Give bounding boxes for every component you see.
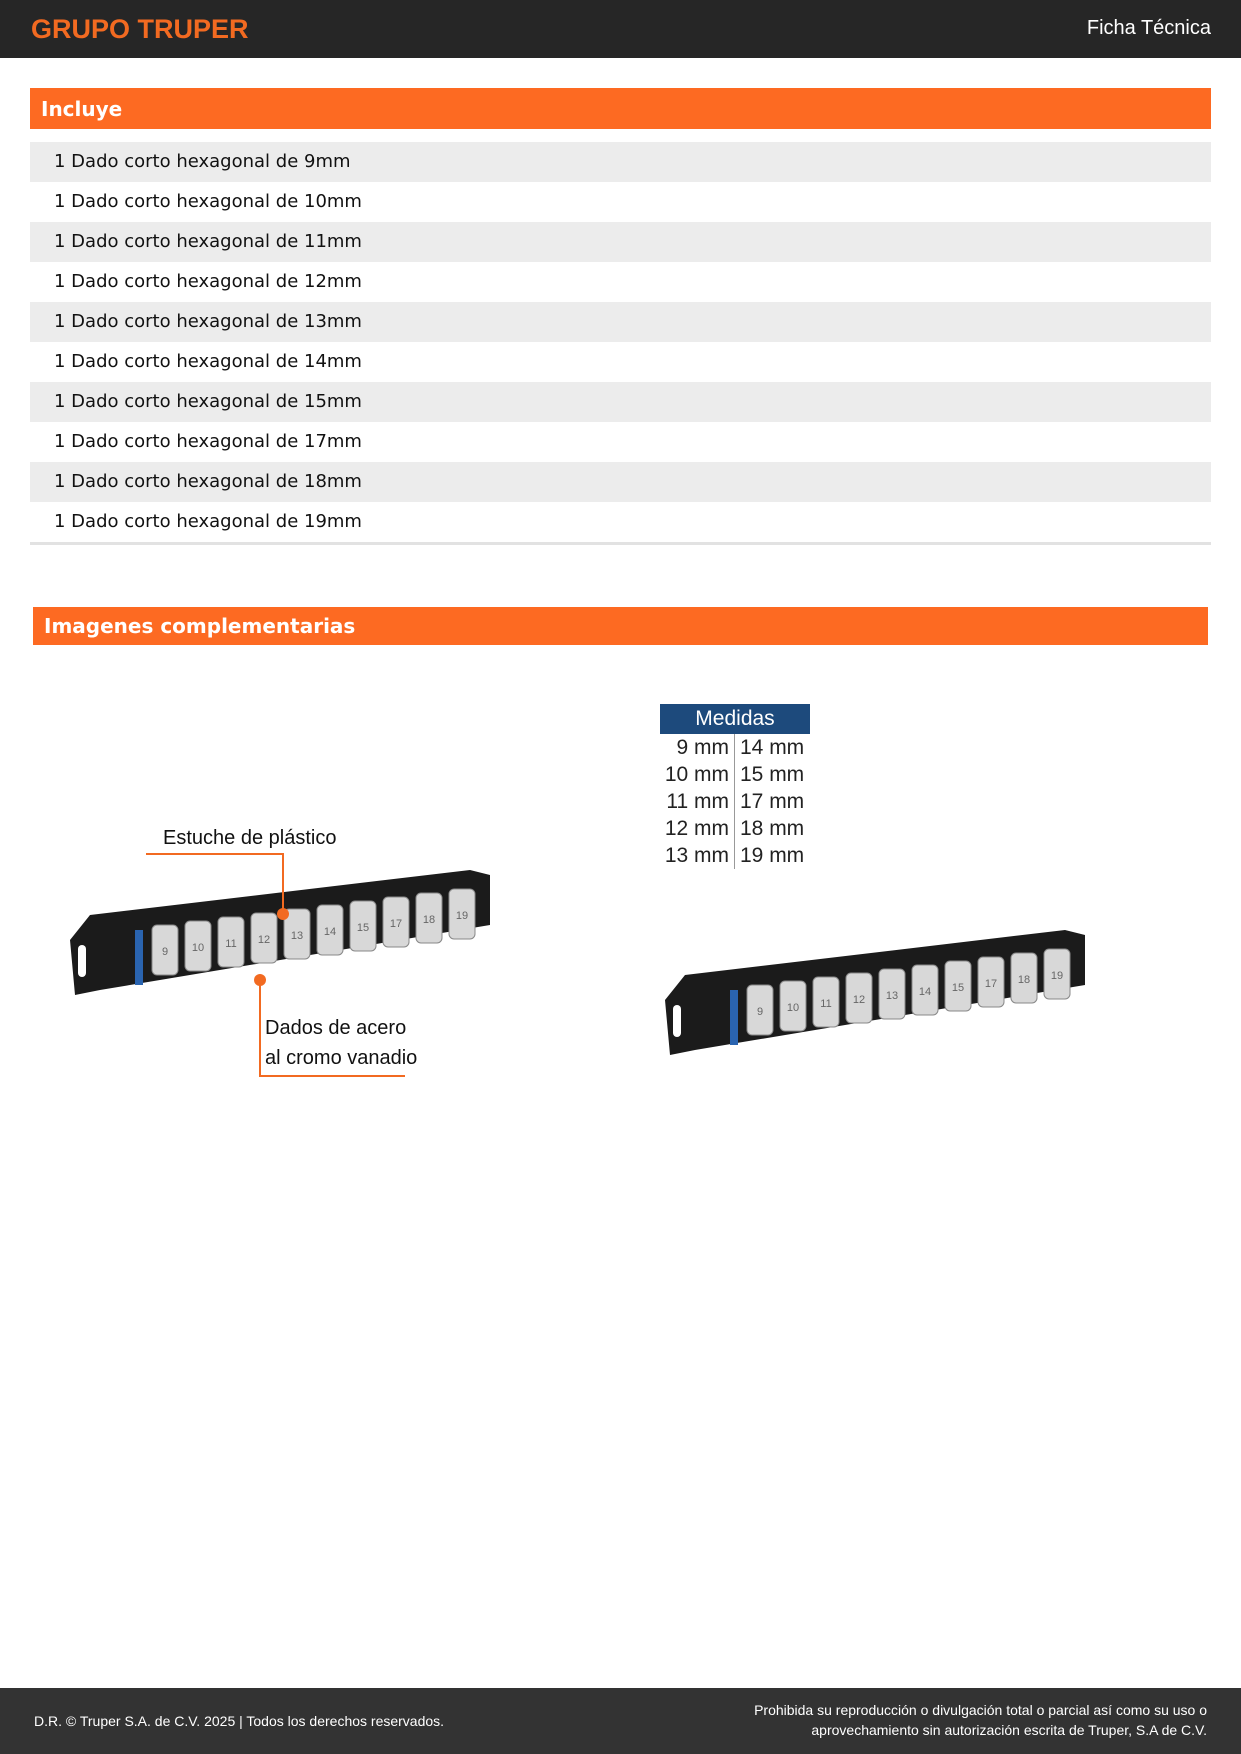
socket <box>812 976 840 1028</box>
medidas-title: Medidas <box>660 704 810 734</box>
section-incluye-header: Incluye <box>30 88 1211 129</box>
socket <box>349 900 377 952</box>
socket-size-label: 14 <box>919 986 931 998</box>
socket <box>1043 948 1071 1000</box>
socket <box>415 892 443 944</box>
footer-legal-line2: aprovechamiento sin autorización escrita… <box>811 1722 1207 1738</box>
socket <box>845 972 873 1024</box>
document-title: Ficha Técnica <box>1086 17 1211 39</box>
socket-size-label: 17 <box>390 918 402 930</box>
socket-size-label: 9 <box>757 1006 763 1018</box>
socket-size-label: 13 <box>291 930 303 942</box>
socket <box>184 920 212 972</box>
socket-size-label: 17 <box>985 978 997 990</box>
list-item: 1 Dado corto hexagonal de 12mm <box>54 271 362 292</box>
label-case: Estuche de plástico <box>163 827 337 849</box>
socket <box>977 956 1005 1008</box>
leader-dot-case <box>277 908 289 920</box>
medidas-cell: 15 mm <box>734 761 810 788</box>
brand-label <box>730 990 738 1045</box>
socket-size-label: 10 <box>192 942 204 954</box>
socket <box>746 984 774 1036</box>
product-image-with-labels: 9 10 11 12 13 14 15 17 18 19 <box>70 853 490 1077</box>
list-item: 1 Dado corto hexagonal de 11mm <box>30 222 1211 262</box>
socket <box>217 916 245 968</box>
leader-line-case <box>146 853 284 912</box>
medidas-cell: 13 mm <box>664 844 729 867</box>
medidas-cell: 11 mm <box>666 790 729 813</box>
socket <box>448 888 476 940</box>
socket <box>151 924 179 976</box>
socket-size-label: 11 <box>820 998 831 1010</box>
socket <box>944 960 972 1012</box>
footer-legal: Prohibida su reproducción o divulgación … <box>607 1700 1207 1740</box>
medidas-cell: 17 mm <box>734 788 810 815</box>
socket-size-label: 12 <box>258 934 270 946</box>
socket <box>1010 952 1038 1004</box>
socket-size-label: 18 <box>1018 974 1030 986</box>
socket-size-label: 15 <box>952 982 964 994</box>
socket-size-label: 19 <box>456 910 468 922</box>
socket <box>316 904 344 956</box>
product-image: 9 10 11 12 13 14 15 17 18 19 <box>665 930 1085 1055</box>
list-item: 1 Dado corto hexagonal de 13mm <box>30 302 1211 342</box>
socket-size-label: 11 <box>225 938 236 950</box>
footer-legal-line1: Prohibida su reproducción o divulgación … <box>754 1702 1207 1718</box>
socket-size-label: 9 <box>162 946 168 958</box>
hang-hole <box>673 1005 681 1037</box>
leader-line-sockets <box>259 982 405 1077</box>
list-item: 1 Dado corto hexagonal de 10mm <box>54 191 362 212</box>
footer: D.R. © Truper S.A. de C.V. 2025 | Todos … <box>0 1688 1241 1754</box>
socket-size-label: 12 <box>853 994 865 1006</box>
socket-size-label: 15 <box>357 922 369 934</box>
socket <box>283 908 311 960</box>
hang-hole <box>78 945 86 977</box>
medidas-cell: 9 mm <box>676 736 730 759</box>
label-sockets-1: Dados de acero <box>265 1017 407 1039</box>
list-item: 1 Dado corto hexagonal de 14mm <box>54 351 362 372</box>
truper-logo: GRUPO TRUPER <box>31 14 249 44</box>
list-item: 1 Dado corto hexagonal de 18mm <box>30 462 1211 502</box>
medidas-cell: 10 mm <box>664 763 729 786</box>
socket-size-label: 19 <box>1051 970 1063 982</box>
socket <box>779 980 807 1032</box>
footer-copyright: D.R. © Truper S.A. de C.V. 2025 | Todos … <box>34 1713 445 1729</box>
medidas-cell: 18 mm <box>734 815 810 842</box>
socket-size-label: 10 <box>787 1002 799 1014</box>
socket <box>382 896 410 948</box>
medidas-cell: 14 mm <box>734 734 810 761</box>
brand-label <box>135 930 143 985</box>
includes-list: 1 Dado corto hexagonal de 9mm 1 Dado cort… <box>30 142 1211 545</box>
header: GRUPO TRUPER Ficha Técnica <box>0 0 1241 58</box>
socket-size-label: 14 <box>324 926 336 938</box>
socket <box>878 968 906 1020</box>
list-item: 1 Dado corto hexagonal de 9mm <box>30 142 1211 182</box>
leader-dot-sockets <box>254 974 266 986</box>
socket <box>911 964 939 1016</box>
socket <box>250 912 278 964</box>
socket-size-label: 18 <box>423 914 435 926</box>
label-sockets-2: al cromo vanadio <box>265 1047 418 1069</box>
medidas-cell: 12 mm <box>664 817 729 840</box>
medidas-cell: 19 mm <box>734 842 810 869</box>
list-item: 1 Dado corto hexagonal de 15mm <box>30 382 1211 422</box>
list-item: 1 Dado corto hexagonal de 17mm <box>54 431 362 452</box>
section-imagenes-header: Imagenes complementarias <box>33 607 1208 645</box>
socket-size-label: 13 <box>886 990 898 1002</box>
list-item: 1 Dado corto hexagonal de 19mm <box>54 511 362 532</box>
